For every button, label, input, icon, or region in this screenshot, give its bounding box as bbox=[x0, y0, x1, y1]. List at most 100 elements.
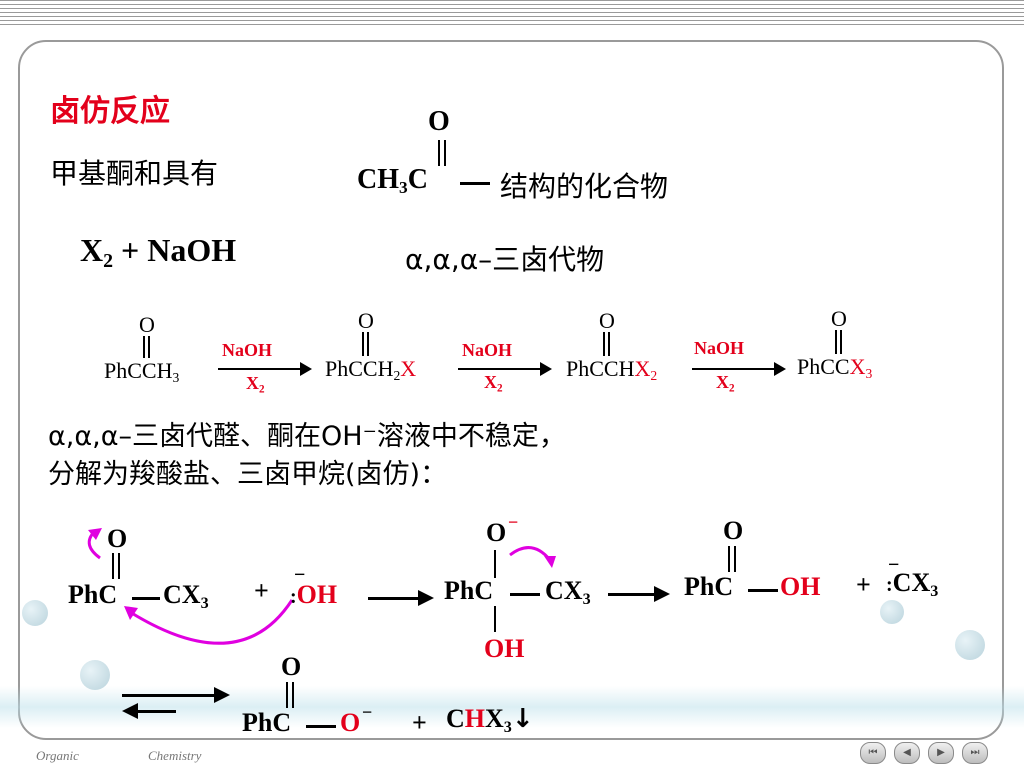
last-slide-button[interactable]: ⏭ bbox=[962, 742, 988, 764]
decorative-band bbox=[0, 686, 1024, 728]
salt-o: O− bbox=[340, 702, 372, 738]
haloform: CHX3↓ bbox=[446, 704, 534, 736]
m1-sub: 3 bbox=[200, 594, 209, 612]
decor-molecule-ball bbox=[80, 660, 110, 690]
c1-double-bond bbox=[143, 336, 150, 358]
m-arrow2-head bbox=[654, 586, 670, 602]
c4-x: X bbox=[849, 354, 866, 379]
c2-formula: PhCCH2X bbox=[325, 356, 416, 382]
c4-c: C bbox=[834, 354, 850, 379]
page-title: 卤仿反应 bbox=[50, 94, 170, 129]
previous-slide-button[interactable]: ◀ bbox=[894, 742, 920, 764]
m2-plus: + bbox=[856, 570, 871, 599]
c4-formula: PhCCX3 bbox=[797, 354, 872, 380]
arrow3-sub: 2 bbox=[729, 382, 735, 395]
c1-ph: PhC bbox=[104, 358, 142, 383]
arrow2-bottom-label: X2 bbox=[484, 372, 503, 395]
m1-bond bbox=[132, 597, 160, 600]
arrow3-x: X bbox=[716, 372, 729, 392]
arrow2-line bbox=[458, 368, 544, 370]
c3-double-bond bbox=[603, 332, 610, 356]
arrow3-head bbox=[774, 362, 786, 376]
int-single-bond-bottom bbox=[494, 606, 496, 632]
m-arrow1-line bbox=[368, 597, 420, 600]
haloform-h: H bbox=[464, 704, 486, 733]
c3-sub: 2 bbox=[650, 368, 658, 384]
arrow3-top-label: NaOH bbox=[694, 338, 745, 358]
intro-text: 甲基酮和具有 bbox=[50, 157, 219, 190]
int-phc: PhC bbox=[444, 576, 494, 605]
struct-double-bond bbox=[438, 140, 446, 166]
struct-ch: CH bbox=[357, 164, 399, 195]
haloform-sub: 3 bbox=[503, 718, 512, 736]
c4-oxygen: O bbox=[831, 306, 847, 331]
acid-bond bbox=[748, 589, 778, 592]
arrow2-sub: 2 bbox=[497, 382, 503, 395]
c1-sub: 3 bbox=[172, 370, 180, 386]
c3-x: X bbox=[634, 356, 651, 381]
m1-double-bond bbox=[112, 553, 120, 579]
c2-x: X bbox=[400, 356, 417, 381]
c3-oxygen: O bbox=[599, 308, 615, 333]
arrow3-bottom-label: X2 bbox=[716, 372, 735, 395]
haloform-x: X bbox=[485, 704, 504, 733]
int-bond bbox=[510, 593, 540, 596]
hydroxide-oh: OH bbox=[296, 580, 338, 609]
c3-ph: PhC bbox=[566, 356, 604, 381]
int-single-bond-top bbox=[494, 550, 496, 578]
footer-organic: Organic bbox=[36, 748, 79, 763]
arrow1-bottom-label: X2 bbox=[246, 373, 265, 395]
next-slide-button[interactable]: ▶ bbox=[928, 742, 954, 764]
salt-charge: − bbox=[362, 702, 373, 722]
decor-molecule-ball bbox=[955, 630, 985, 660]
hydroxide: −:OH bbox=[290, 564, 338, 609]
c2-double-bond bbox=[362, 332, 369, 356]
int-cx: CX bbox=[545, 576, 583, 605]
salt-phc: PhC bbox=[242, 708, 292, 737]
int-charge: − bbox=[508, 512, 519, 532]
reagent-x: X bbox=[80, 232, 104, 268]
struct-c: C bbox=[407, 164, 428, 195]
m-arrow1-head bbox=[418, 590, 434, 606]
reagent-text: X2 + NaOH bbox=[80, 232, 236, 272]
m1-cx: CX bbox=[163, 580, 201, 609]
note-line-2: 分解为羧酸盐、三卤甲烷(卤仿)： bbox=[48, 459, 448, 490]
reagent-sub: 2 bbox=[103, 249, 114, 272]
arrow1-x: X bbox=[246, 373, 259, 393]
struct-acyl: CH3C bbox=[357, 164, 428, 196]
int-oxygen: O− bbox=[486, 512, 518, 548]
salt-double-bond bbox=[286, 682, 294, 708]
c4-double-bond bbox=[835, 330, 842, 354]
salt-oxygen: O bbox=[281, 652, 302, 681]
top-stripe-bar bbox=[0, 0, 1024, 28]
c4-sub: 3 bbox=[865, 366, 873, 382]
hydroxide-charge: − bbox=[294, 564, 306, 586]
arrow2-x: X bbox=[484, 372, 497, 392]
int-oh: OH bbox=[484, 634, 525, 663]
equilibrium-forward-line bbox=[122, 694, 218, 697]
haloform-c: C bbox=[446, 704, 465, 733]
c2-ch: CH bbox=[362, 356, 394, 381]
footer-chemistry: Chemistry bbox=[148, 748, 202, 763]
note-line-1: α,α,α–三卤代醛、酮在OH⁻溶液中不稳定， bbox=[48, 421, 566, 452]
acid-oxygen: O bbox=[723, 516, 744, 545]
first-slide-button[interactable]: ⏮ bbox=[860, 742, 886, 764]
struct-sub: 3 bbox=[399, 178, 408, 198]
salt-o-atom: O bbox=[340, 708, 361, 737]
c2-sub: 2 bbox=[393, 368, 401, 384]
int-sub: 3 bbox=[582, 590, 591, 608]
c4-ph: PhC bbox=[797, 354, 835, 379]
acid-double-bond bbox=[728, 546, 736, 572]
slide-navigation: ⏮ ◀ ▶ ⏭ bbox=[860, 742, 988, 764]
arrow2-head bbox=[540, 362, 552, 376]
arrow1-line bbox=[218, 368, 306, 370]
m-arrow2-line bbox=[608, 593, 658, 596]
int-cx3: CX3 bbox=[545, 576, 591, 608]
struct-bond-line bbox=[460, 182, 490, 185]
c3-formula: PhCCHX2 bbox=[566, 356, 657, 382]
arrow2-top-label: NaOH bbox=[462, 340, 513, 360]
anion-charge: − bbox=[888, 554, 900, 576]
trihalomethyl-anion: −:CX3 bbox=[886, 554, 939, 600]
arrow3-line bbox=[692, 368, 778, 370]
acid-oh: OH bbox=[780, 572, 821, 601]
